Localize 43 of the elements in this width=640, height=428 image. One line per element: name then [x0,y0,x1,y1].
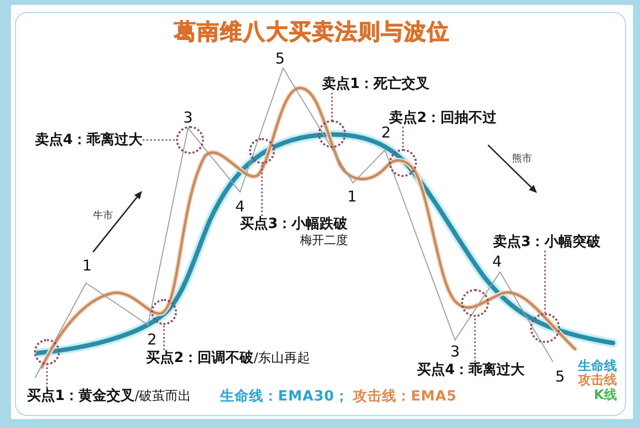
callout-note: 梅开二度 [300,232,348,248]
callout-label: 卖点4：乖离过大 [35,132,143,149]
indicator-note: 生命线：EMA30； [220,388,349,406]
wave-number: 1 [82,258,92,274]
callout-label: 卖点2：回抽不过 [389,110,497,127]
circle-marker [176,126,204,154]
leader-line [331,92,333,120]
indicator-note: 攻击线：EMA5 [352,388,457,406]
callout-label: 卖点3：小幅突破 [493,234,601,251]
wave-number: 4 [492,254,502,270]
legend-label: 攻击线 [578,374,617,388]
wave-number: 2 [147,332,157,348]
circle-marker [461,289,489,317]
callout-label: 买点2：回调不破/东山再起 [146,350,310,367]
leader-line [474,317,476,362]
leader-line [163,325,165,350]
wave-number: 3 [183,110,193,126]
wave-number: 1 [347,190,357,204]
leader-line [46,365,48,388]
leader-line [261,164,263,216]
circle-marker [389,149,417,177]
legend-label: K线 [594,388,617,404]
leader-line [142,139,176,141]
trend-label: 熊市 [512,154,532,164]
wave-number: 3 [450,344,460,360]
trend-label: 牛市 [93,210,113,222]
wave-number: 5 [275,52,285,66]
circle-marker [151,299,177,325]
title: 葛南维八大买卖法则与波位 [174,19,450,47]
wave-number: 5 [555,370,565,384]
leader-line [402,126,404,149]
callout-label: 卖点1：死亡交叉 [322,76,430,93]
legend-label: 生命线 [578,360,617,374]
wave-number: 2 [381,126,391,140]
callout-label: 买点3：小幅跌破 [240,216,348,233]
circle-marker [318,120,346,148]
callout-label: 买点4：乖离过大 [417,362,525,379]
leader-line [544,250,546,313]
circle-marker [34,339,60,365]
circle-marker [249,138,275,164]
circle-marker [530,313,560,343]
callout-label: 买点1：黄金交叉/破茧而出 [27,388,192,405]
wave-number: 4 [235,200,245,214]
